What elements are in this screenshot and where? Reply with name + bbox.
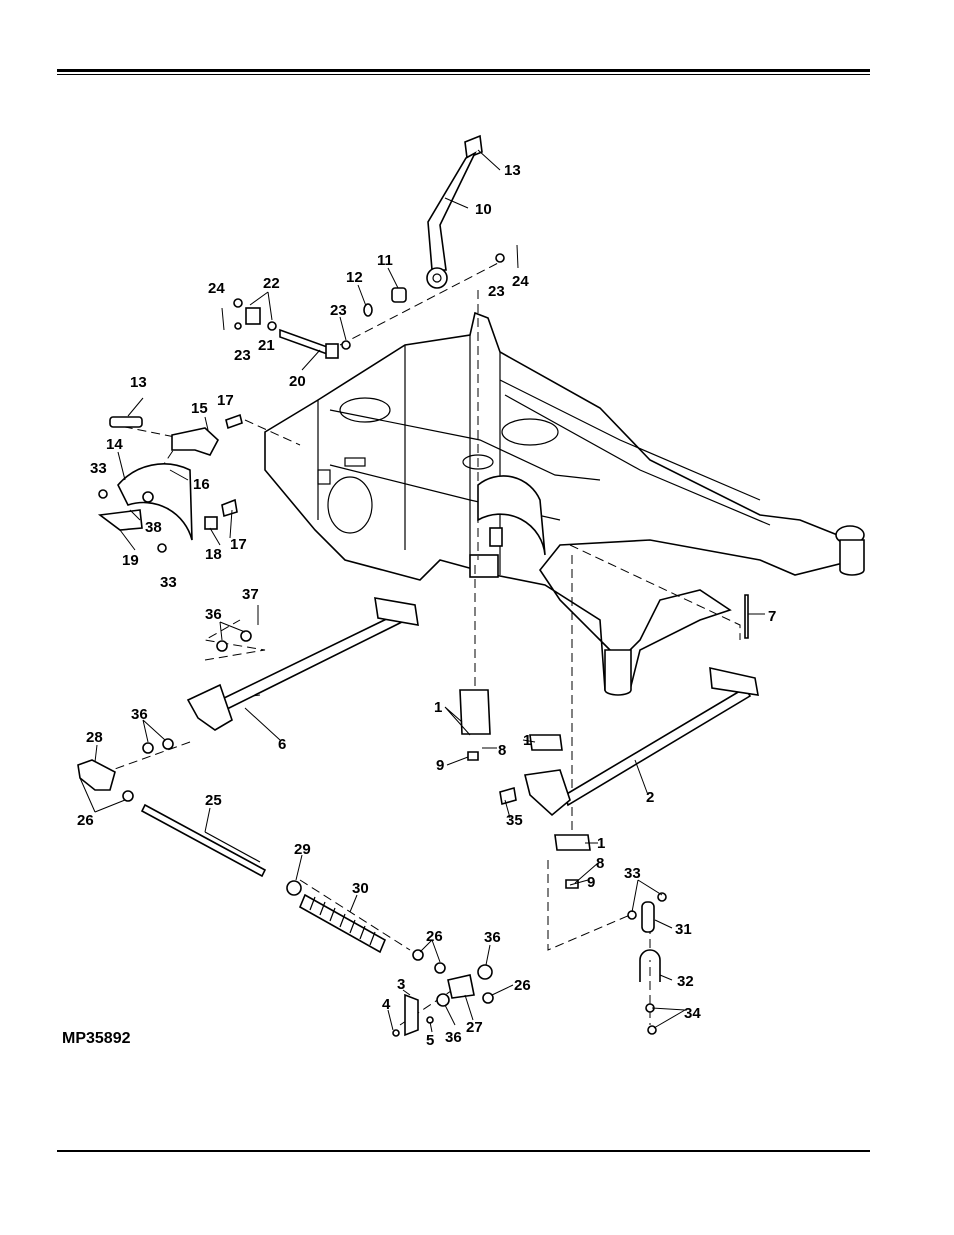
- callout-2: 2: [646, 789, 654, 806]
- callout-24: 24: [208, 280, 225, 297]
- callout-34: 34: [684, 1005, 701, 1022]
- link-assembly: [467, 594, 749, 1035]
- callout-1: 1: [523, 732, 531, 749]
- callout-28: 28: [86, 729, 103, 746]
- callout-33: 33: [90, 460, 107, 477]
- callout-36: 36: [484, 929, 501, 946]
- callout-18: 18: [205, 546, 222, 563]
- callout-25: 25: [205, 792, 222, 809]
- callout-30: 30: [352, 880, 369, 897]
- callout-8: 8: [498, 742, 506, 759]
- shaft-6: [142, 597, 419, 754]
- callout-33: 33: [624, 865, 641, 882]
- callout-5: 5: [426, 1032, 434, 1049]
- callout-20: 20: [289, 373, 306, 390]
- bottom-rule: [57, 1150, 870, 1152]
- callout-4: 4: [382, 996, 391, 1013]
- callout-16: 16: [193, 476, 210, 493]
- callout-33: 33: [160, 574, 177, 591]
- callout-3: 3: [397, 976, 405, 993]
- callout-22: 22: [263, 275, 280, 292]
- callout-35: 35: [506, 812, 523, 829]
- main-frame: [264, 311, 865, 696]
- shaft-2: [459, 666, 759, 851]
- callout-12: 12: [346, 269, 363, 286]
- sector-plate-assembly: [97, 413, 243, 553]
- callout-17: 17: [230, 536, 247, 553]
- callout-32: 32: [677, 973, 694, 990]
- callout-9: 9: [436, 757, 444, 774]
- top-rule-thick: [57, 69, 870, 72]
- callout-9: 9: [587, 874, 595, 891]
- callout-23: 23: [330, 302, 347, 319]
- callout-24: 24: [512, 273, 529, 290]
- callout-23: 23: [234, 347, 251, 364]
- callout-21: 21: [258, 337, 275, 354]
- top-rule-thin: [57, 74, 870, 75]
- callout-14: 14: [106, 436, 123, 453]
- callout-36: 36: [205, 606, 222, 623]
- leader-lines: [79, 149, 765, 1033]
- lever-assembly: [341, 134, 519, 350]
- callout-6: 6: [278, 736, 286, 753]
- callout-23: 23: [488, 283, 505, 300]
- callout-38: 38: [145, 519, 162, 536]
- callout-29: 29: [294, 841, 311, 858]
- callout-1: 1: [597, 835, 605, 852]
- callout-31: 31: [675, 921, 692, 938]
- callout-15: 15: [191, 400, 208, 417]
- callout-13: 13: [130, 374, 147, 391]
- callout-11: 11: [377, 252, 393, 269]
- callout-17: 17: [217, 392, 234, 409]
- callout-26: 26: [77, 812, 94, 829]
- callout-36: 36: [131, 706, 148, 723]
- callout-26: 26: [514, 977, 531, 994]
- callout-1: 1: [434, 699, 442, 716]
- spring-rod-assembly: [77, 759, 494, 1037]
- rod-assembly-20: [221, 298, 339, 359]
- callout-37: 37: [242, 586, 259, 603]
- figure-id-label: MP35892: [62, 1030, 131, 1047]
- callout-27: 27: [466, 1019, 483, 1036]
- callout-13: 13: [504, 162, 521, 179]
- callout-36: 36: [445, 1029, 462, 1046]
- callout-8: 8: [596, 855, 604, 872]
- callout-10: 10: [475, 201, 492, 218]
- callout-26: 26: [426, 928, 443, 945]
- callout-19: 19: [122, 552, 139, 569]
- callout-7: 7: [768, 608, 776, 625]
